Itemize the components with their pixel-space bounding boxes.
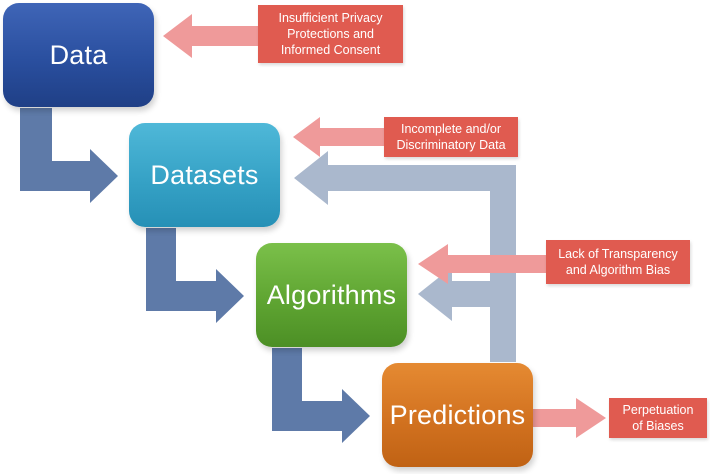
flow-arrow-algorithms-to-predictions (272, 348, 370, 443)
risk-transparency-line: Lack of Transparency (558, 247, 678, 261)
risk-privacy-line: Informed Consent (280, 43, 381, 57)
stage-datasets-label: Datasets (150, 159, 259, 190)
stage-predictions-label: Predictions (389, 399, 526, 430)
flow-arrow-datasets-to-algorithms (146, 228, 244, 323)
flow-arrow-data-to-datasets (20, 108, 118, 203)
risk-arrow-perpetuation (533, 398, 606, 438)
risk-box-transparency: Lack of Transparency and Algorithm Bias (546, 240, 690, 284)
risk-privacy-line: Protections and (287, 27, 374, 41)
feedback-arrow-predictions-to-algorithms (418, 267, 490, 321)
stage-datasets: Datasets (129, 123, 280, 227)
risk-perpetuation-line: Perpetuation (622, 403, 694, 417)
risk-arrow-data (293, 117, 384, 157)
stage-algorithms: Algorithms (256, 243, 407, 347)
risk-privacy-line: Insufficient Privacy (278, 11, 383, 25)
feedback-arrow-predictions-to-datasets (294, 151, 516, 362)
risk-data-line: Discriminatory Data (396, 138, 506, 152)
risk-transparency-line: and Algorithm Bias (565, 263, 671, 277)
risk-arrow-transparency (418, 244, 546, 284)
risk-box-privacy: Insufficient Privacy Protections and Inf… (258, 5, 403, 63)
stage-data: Data (3, 3, 154, 107)
risk-box-discriminatory-data: Incomplete and/or Discriminatory Data (384, 117, 518, 157)
risk-data-line: Incomplete and/or (400, 122, 502, 136)
risk-arrow-privacy (163, 14, 258, 58)
risk-box-perpetuation: Perpetuation of Biases (609, 398, 707, 438)
stage-predictions: Predictions (382, 363, 533, 467)
stage-data-label: Data (49, 39, 108, 70)
stage-algorithms-label: Algorithms (266, 279, 397, 310)
risk-perpetuation-line: of Biases (632, 419, 684, 433)
